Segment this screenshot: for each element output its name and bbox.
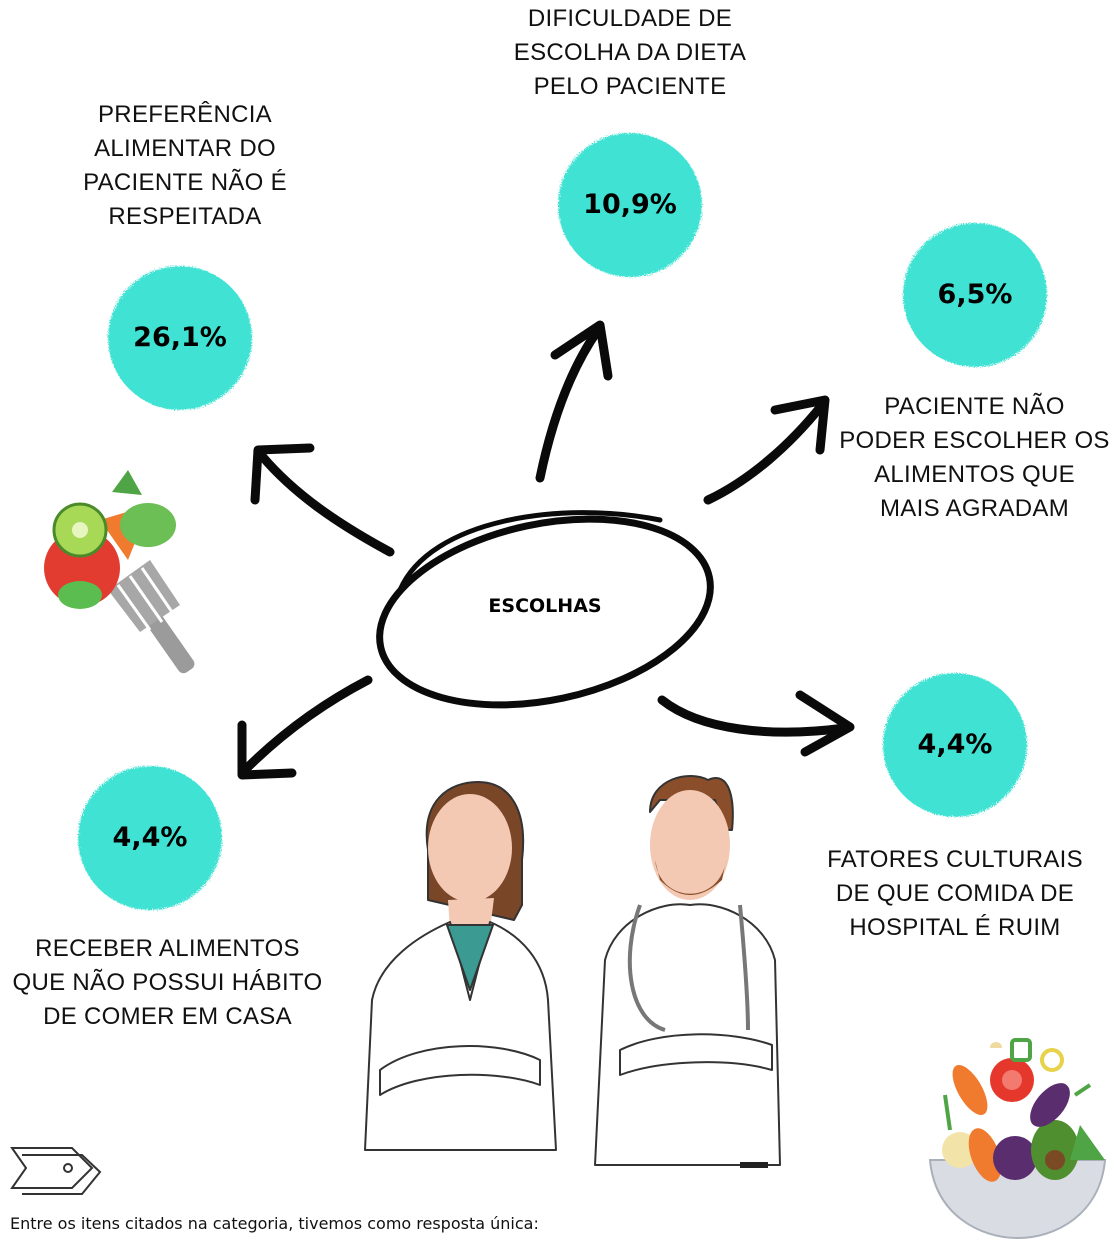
percent-circle-dificuldade bbox=[558, 133, 702, 277]
label-fatores: FATORES CULTURAIS DE QUE COMIDA DE HOSPI… bbox=[805, 843, 1105, 945]
arrow-to-dificuldade bbox=[535, 320, 613, 483]
label-line: RESPEITADA bbox=[108, 203, 262, 230]
fork-vegetables-icon bbox=[44, 470, 195, 674]
label-line: ESCOLHA DA DIETA bbox=[513, 39, 747, 66]
percent-nao-poder: 6,5% bbox=[937, 279, 1013, 310]
tag-icon bbox=[10, 1147, 102, 1195]
label-line: PREFERÊNCIA bbox=[98, 101, 272, 128]
label-preferencia: PREFERÊNCIA ALIMENTAR DO PACIENTE NÃO É … bbox=[40, 98, 330, 234]
label-line: DE COMER EM CASA bbox=[43, 1003, 292, 1030]
footer-note: Entre os itens citados na categoria, tiv… bbox=[10, 1214, 539, 1233]
label-line: HOSPITAL É RUIM bbox=[849, 914, 1061, 941]
label-line: PELO PACIENTE bbox=[533, 73, 727, 100]
male-doctor-illustration bbox=[594, 775, 781, 1168]
label-line: ALIMENTAR DO bbox=[94, 135, 276, 162]
center-ellipse bbox=[376, 510, 714, 709]
label-nao-poder: PACIENTE NÃO PODER ESCOLHER OS ALIMENTOS… bbox=[832, 390, 1117, 526]
percent-dificuldade: 10,9% bbox=[583, 189, 677, 220]
label-line: QUE NÃO POSSUI HÁBITO bbox=[12, 969, 323, 996]
percent-receber: 4,4% bbox=[112, 822, 188, 853]
center-label: ESCOLHAS bbox=[488, 595, 602, 617]
label-line: ALIMENTOS QUE bbox=[874, 461, 1075, 488]
female-doctor-illustration bbox=[364, 781, 557, 1151]
arrow-to-fatores bbox=[657, 690, 855, 757]
label-line: PODER ESCOLHER OS bbox=[839, 427, 1110, 454]
percent-fatores: 4,4% bbox=[917, 729, 993, 760]
percent-preferencia: 26,1% bbox=[133, 322, 227, 353]
percent-circle-fatores bbox=[883, 673, 1027, 817]
label-receber: RECEBER ALIMENTOS QUE NÃO POSSUI HÁBITO … bbox=[0, 932, 335, 1034]
percent-circle-preferencia bbox=[108, 266, 252, 410]
label-line: MAIS AGRADAM bbox=[880, 495, 1069, 522]
percent-circle-receber bbox=[78, 766, 222, 910]
label-line: DIFICULDADE DE bbox=[527, 5, 733, 32]
label-dificuldade: DIFICULDADE DE ESCOLHA DA DIETA PELO PAC… bbox=[470, 2, 790, 104]
salad-bowl-icon bbox=[928, 1038, 1107, 1240]
label-line: PACIENTE NÃO bbox=[884, 393, 1065, 420]
label-line: FATORES CULTURAIS bbox=[827, 846, 1083, 873]
percent-circle-nao-poder bbox=[903, 223, 1047, 367]
label-line: RECEBER ALIMENTOS bbox=[35, 935, 300, 962]
arrow-to-preferencia bbox=[250, 443, 395, 557]
arrow-to-receber bbox=[237, 675, 373, 780]
label-line: DE QUE COMIDA DE bbox=[835, 880, 1075, 907]
label-line: PACIENTE NÃO É bbox=[83, 169, 287, 196]
arrow-to-nao-poder bbox=[703, 395, 830, 505]
